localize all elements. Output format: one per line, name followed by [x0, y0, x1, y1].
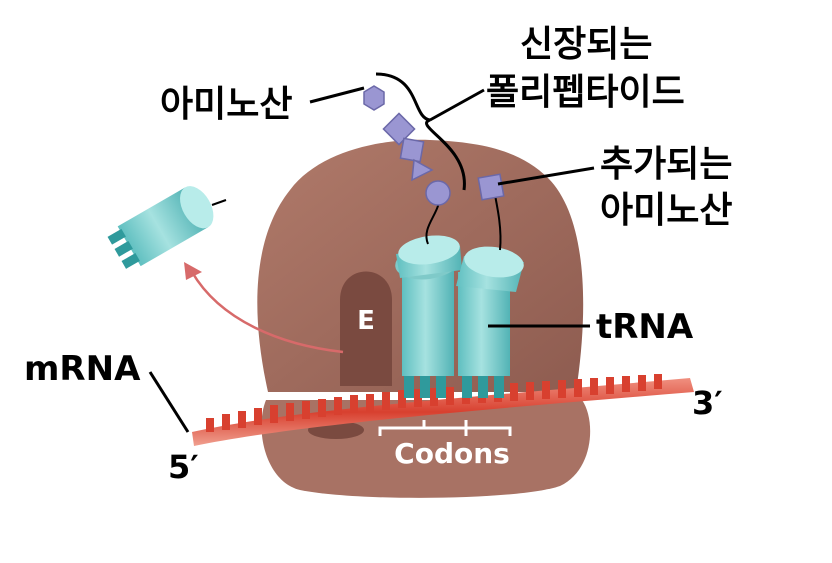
- trna-p-site: [395, 235, 462, 398]
- polypeptide-bracket: [375, 72, 466, 191]
- label-amino-acid-left: 아미노산: [160, 84, 292, 125]
- leader-polypeptide: [429, 88, 485, 122]
- exiting-trna-tail: [211, 199, 227, 206]
- leader-amino-acid-left: [309, 86, 365, 104]
- trna-exit-arrow: [190, 271, 344, 354]
- polypeptide-chain: [363, 85, 505, 251]
- label-added-line1: 추가되는: [600, 144, 732, 185]
- trna-a-site: [456, 246, 524, 398]
- leader-added-amino-acid: [497, 166, 595, 186]
- mrna-strand: [192, 378, 694, 446]
- leader-mrna: [148, 371, 190, 433]
- label-polypeptide-line2: 폴리펩타이드: [486, 72, 685, 113]
- e-site-pocket: [340, 271, 392, 386]
- label-polypeptide-line1: 신장되는: [520, 24, 652, 65]
- codons-label: Codons: [394, 437, 510, 470]
- label-trna: tRNA: [596, 307, 694, 347]
- label-mrna: mRNA: [24, 349, 141, 389]
- label-added-line2: 아미노산: [600, 190, 732, 231]
- exiting-trna: [107, 186, 214, 269]
- trna-exit-arrowhead: [184, 262, 202, 280]
- label-five-prime: 5′: [168, 448, 199, 486]
- codon-bracket-right: [464, 420, 512, 436]
- label-three-prime: 3′: [692, 384, 723, 422]
- e-site-label: E: [357, 306, 375, 336]
